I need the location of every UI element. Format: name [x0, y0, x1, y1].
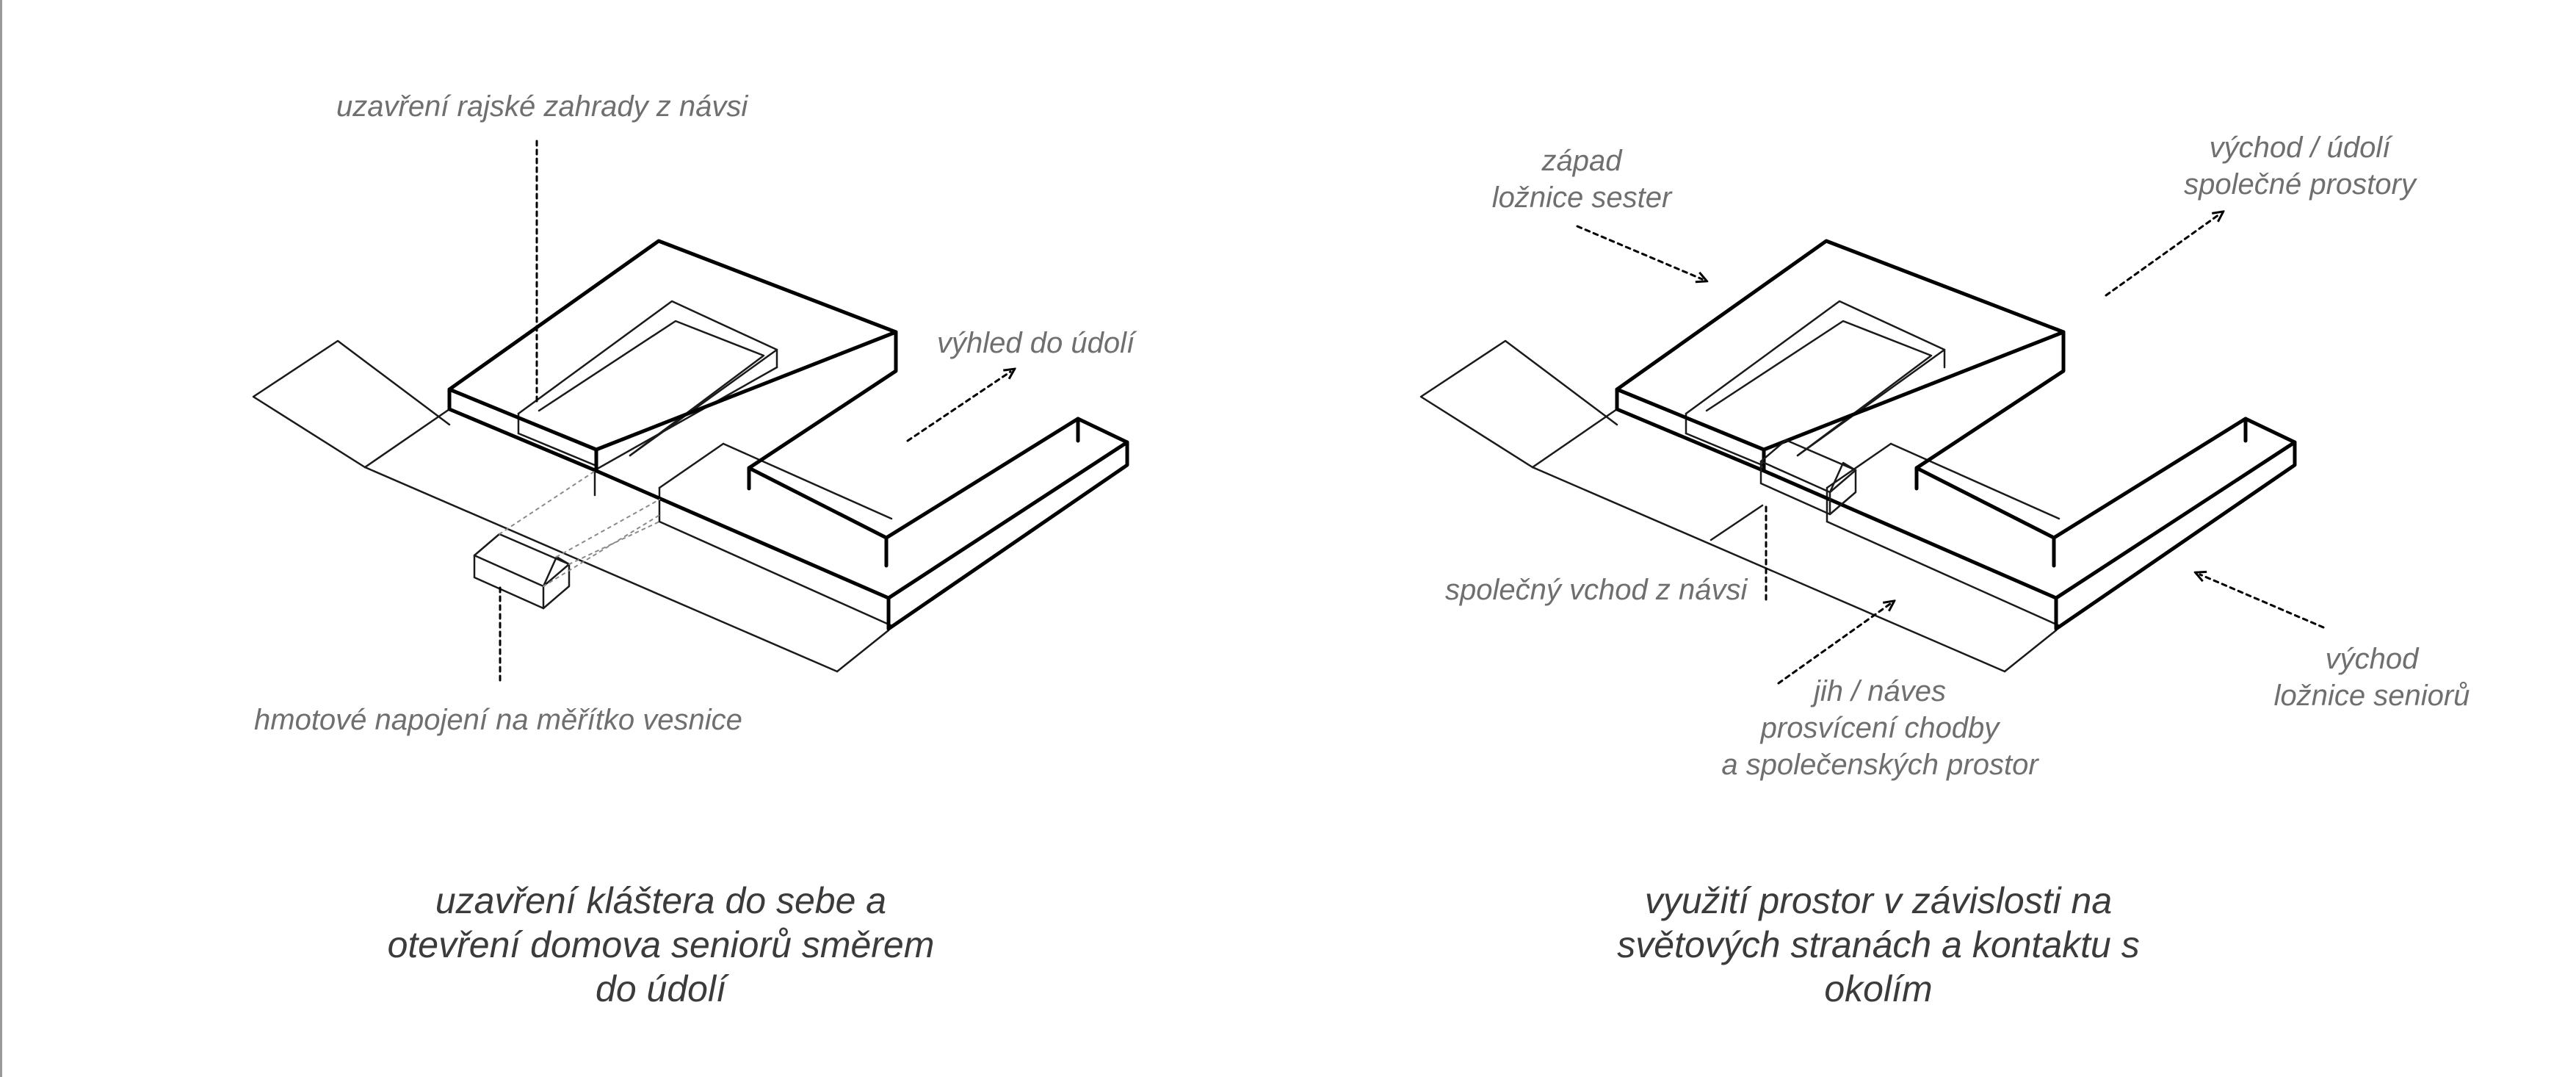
label-south: jih / náves prosvícení chodby a společen… [1689, 673, 2071, 783]
left-dotted-links [499, 469, 662, 587]
caption-right: využití prostor v závislosti na světovýc… [1548, 879, 2209, 1011]
label-east-valley: východ / údolí společné prostory [2153, 129, 2447, 203]
label-west: západ ložnice sester [1472, 143, 1692, 216]
left-axonometric-building [252, 140, 1129, 682]
label-south-line-2: prosvícení chodby [1760, 712, 2000, 744]
label-south-line-3: a společenských prostor [1721, 749, 2038, 781]
caption-left-line-1: uzavření kláštera do sebe a [435, 880, 887, 921]
label-shared-entrance: společný vchod z návsi [1445, 574, 1748, 606]
right-small-house [1759, 439, 1857, 516]
right-leaders [1576, 215, 2325, 685]
caption-left-line-3: do údolí [596, 968, 726, 1009]
left-small-house [473, 533, 571, 610]
label-east-valley-line-2: společné prostory [2184, 168, 2416, 201]
right-terrain [1419, 339, 2058, 673]
caption-right-line-3: okolím [1824, 968, 1933, 1009]
label-east-valley-line-1: východ / údolí [2209, 132, 2391, 164]
label-east-seniors-line-1: východ [2325, 643, 2419, 675]
label-east-seniors: východ ložnice seniorů [2247, 641, 2497, 714]
label-west-line-1: západ [1541, 145, 1622, 177]
label-east-seniors-line-2: ložnice seniorů [2273, 680, 2470, 712]
right-axonometric-building [1419, 215, 2325, 685]
right-courtyard [1685, 300, 2061, 627]
label-garden-enclosure: uzavření rajské zahrady z návsi [336, 90, 748, 123]
caption-right-line-1: využití prostor v závislosti na [1644, 880, 2113, 921]
label-village-scale: hmotové napojení na měřítko vesnice [254, 704, 742, 736]
right-block-outline [1615, 239, 2297, 631]
left-terrain [252, 339, 890, 673]
page-border [0, 0, 2, 1077]
left-leaders [499, 140, 1010, 682]
left-courtyard [517, 300, 894, 627]
caption-left: uzavření kláštera do sebe a otevření dom… [330, 879, 991, 1011]
caption-left-line-2: otevření domova seniorů směrem [387, 924, 935, 965]
left-block-outline [447, 239, 1129, 631]
caption-right-line-2: světových stranách a kontaktu s [1617, 924, 2140, 965]
label-west-line-2: ložnice sester [1491, 181, 1672, 214]
label-south-line-1: jih / náves [1813, 675, 1947, 707]
label-valley-view: výhled do údolí [937, 327, 1135, 359]
